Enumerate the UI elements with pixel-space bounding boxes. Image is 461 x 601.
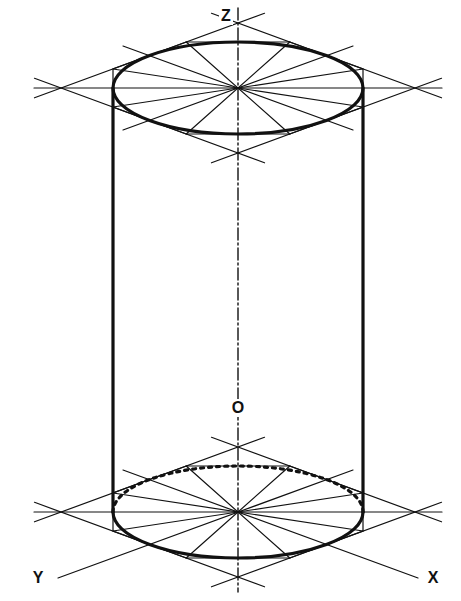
z-axis [237,8,238,592]
axis-label: Y [31,569,46,587]
y-axis [58,470,353,578]
axis-label: X [426,569,441,587]
axis-label: O [230,399,246,417]
cylinder-outline [113,42,363,558]
axis-label: Z [219,7,233,25]
bottom-construction [34,437,442,587]
x-axis [123,470,418,578]
top-construction [34,13,442,163]
